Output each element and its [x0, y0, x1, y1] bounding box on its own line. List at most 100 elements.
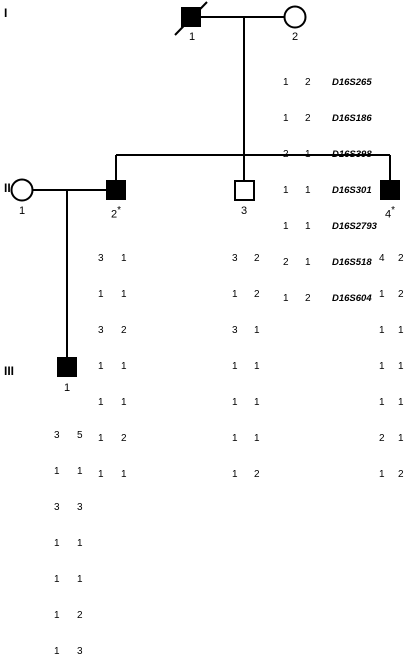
gen2-son4-label: 4 [384, 208, 392, 221]
gen2-son3-label: 3 [240, 205, 248, 217]
gen2-son3-allele2-col: 2 2 1 1 1 1 2 [254, 229, 260, 493]
pedigree-canvas [10, 1, 400, 377]
gen2-son3-allele1-col: 3 1 3 1 1 1 1 [232, 229, 238, 493]
allele: 1 [398, 361, 404, 372]
allele: 1 [283, 293, 289, 304]
marker-name: D16S301 [332, 185, 372, 196]
allele: 3 [232, 325, 238, 336]
marker-name: D16S265 [332, 77, 372, 88]
gen2-son4-star: * [391, 205, 396, 216]
allele: 3 [77, 502, 83, 513]
allele: 1 [232, 289, 238, 300]
allele: 1 [283, 185, 289, 196]
allele: 1 [254, 433, 260, 444]
allele: 5 [77, 430, 83, 441]
gen1-mother-label: 2 [291, 31, 299, 43]
gen3-child-label: 1 [63, 382, 71, 394]
allele: 3 [54, 430, 60, 441]
allele: 1 [283, 113, 289, 124]
allele: 4 [379, 253, 385, 264]
allele: 1 [121, 397, 127, 408]
allele: 1 [121, 469, 127, 480]
gen2-son4-label-wrap: 4* [380, 205, 400, 221]
allele: 1 [283, 77, 289, 88]
allele: 1 [379, 361, 385, 372]
allele: 1 [254, 325, 260, 336]
allele: 2 [121, 325, 127, 336]
allele: 1 [379, 289, 385, 300]
allele: 1 [121, 289, 127, 300]
allele: 1 [77, 574, 83, 585]
allele: 2 [305, 77, 311, 88]
allele: 2 [254, 469, 260, 480]
allele: 2 [398, 289, 404, 300]
allele: 1 [232, 433, 238, 444]
allele: 3 [232, 253, 238, 264]
allele: 1 [232, 361, 238, 372]
allele: 1 [98, 433, 104, 444]
allele: 1 [305, 221, 311, 232]
allele: 1 [305, 149, 311, 160]
gen2-son2-symbol [106, 180, 126, 200]
marker-name: D16S604 [332, 293, 372, 304]
gen2-son4-allele2-col: 2 2 1 1 1 1 2 [398, 229, 404, 493]
allele: 1 [54, 610, 60, 621]
allele: 3 [98, 325, 104, 336]
gen2-son4-allele1-col: 4 1 1 1 1 2 1 [379, 229, 385, 493]
marker-name: D16S2793 [332, 221, 377, 232]
marker-name: D16S518 [332, 257, 372, 268]
allele: 2 [398, 253, 404, 264]
allele: 2 [254, 289, 260, 300]
gen3-child-symbol [57, 357, 77, 377]
gen1-mother-allele1-col: 1 1 2 1 1 2 1 [283, 53, 289, 317]
allele: 1 [232, 397, 238, 408]
gen2-son2-star: * [117, 205, 122, 216]
allele: 1 [98, 361, 104, 372]
allele: 1 [77, 538, 83, 549]
allele: 2 [283, 149, 289, 160]
marker-name: D16S398 [332, 149, 372, 160]
allele: 1 [305, 257, 311, 268]
allele: 2 [379, 433, 385, 444]
allele: 1 [254, 397, 260, 408]
allele: 1 [232, 469, 238, 480]
allele: 2 [121, 433, 127, 444]
allele: 3 [77, 646, 83, 657]
generation-label-I: I [4, 6, 8, 20]
allele: 1 [398, 433, 404, 444]
allele: 2 [77, 610, 83, 621]
allele: 1 [121, 253, 127, 264]
allele: 1 [54, 646, 60, 657]
allele: 3 [54, 502, 60, 513]
allele: 1 [121, 361, 127, 372]
allele: 1 [305, 185, 311, 196]
allele: 1 [54, 538, 60, 549]
allele: 1 [98, 397, 104, 408]
allele: 1 [98, 469, 104, 480]
allele: 1 [54, 466, 60, 477]
allele: 2 [305, 113, 311, 124]
gen2-spouse-symbol [10, 178, 34, 202]
generation-label-III: III [4, 364, 15, 378]
allele: 2 [398, 469, 404, 480]
gen2-son2-label: 2 [110, 208, 118, 221]
allele: 2 [283, 257, 289, 268]
gen2-son2-allele2-col: 1 1 2 1 1 2 1 [121, 229, 127, 493]
allele: 1 [379, 469, 385, 480]
allele: 1 [283, 221, 289, 232]
deceased-slash [174, 1, 208, 36]
allele: 3 [98, 253, 104, 264]
marker-names-col: D16S265 D16S186 D16S398 D16S301 D16S2793… [332, 53, 377, 317]
gen2-son2-allele1-col: 3 1 3 1 1 1 1 [98, 229, 104, 493]
allele: 2 [305, 293, 311, 304]
allele: 1 [98, 289, 104, 300]
gen2-spouse-label: 1 [18, 205, 26, 217]
gen2-son2-label-wrap: 2* [106, 205, 126, 221]
gen3-child-allele2-col: 5 1 3 1 1 2 3 [77, 406, 83, 670]
gen1-mother-symbol [283, 5, 307, 29]
allele: 1 [54, 574, 60, 585]
allele: 1 [398, 325, 404, 336]
allele: 2 [254, 253, 260, 264]
gen1-mother-allele2-col: 2 2 1 1 1 1 2 [305, 53, 311, 317]
gen2-son4-symbol [380, 180, 400, 200]
